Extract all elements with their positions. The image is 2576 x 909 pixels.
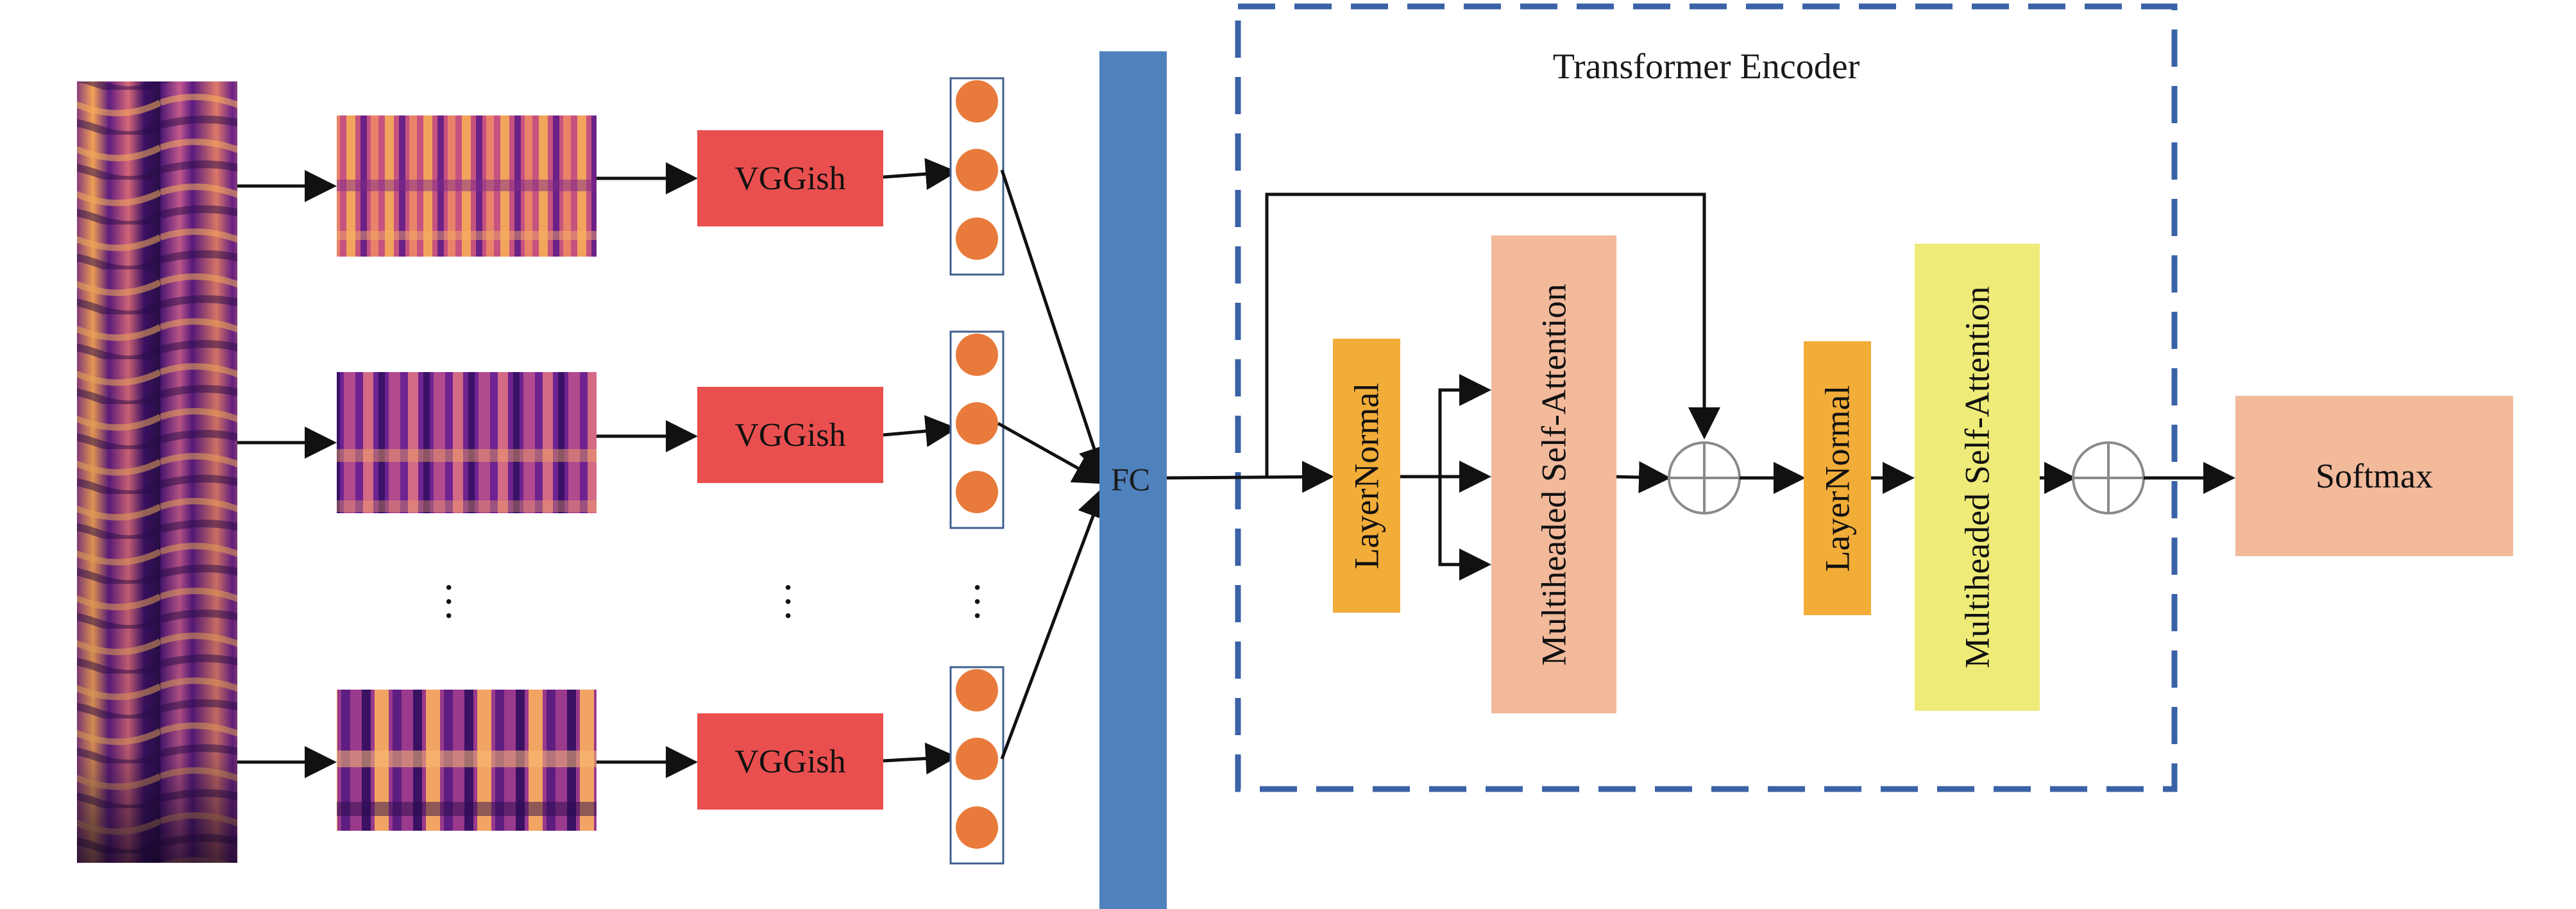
encoder-title: Transformer Encoder bbox=[1552, 47, 1860, 87]
fc-label: FC bbox=[1111, 461, 1151, 497]
ellipsis-segments: ··· bbox=[442, 565, 456, 638]
softmax-label: Softmax bbox=[2316, 457, 2433, 495]
transformer-encoder-frame bbox=[1235, 3, 2178, 792]
attention-block-2: Multiheaded Self-Attention bbox=[1915, 244, 2040, 711]
segment-spectrogram-2 bbox=[337, 372, 597, 513]
ellipsis-vggish: ··· bbox=[781, 565, 795, 638]
layernorm-label: LayerNormal bbox=[1818, 385, 1857, 572]
feature-vector-3 bbox=[949, 666, 1004, 865]
segment-spectrogram-3 bbox=[337, 690, 597, 831]
feature-vector-2 bbox=[949, 330, 1004, 529]
softmax-block: Softmax bbox=[2235, 396, 2513, 556]
layernorm-block-2: LayerNormal bbox=[1804, 341, 1871, 615]
attention-label: Multiheaded Self-Attention bbox=[1534, 283, 1573, 666]
add-operator-1 bbox=[1668, 441, 1741, 514]
vggish-label: VGGish bbox=[734, 743, 846, 780]
vggish-block-3: VGGish bbox=[697, 713, 883, 810]
vggish-block-2: VGGish bbox=[697, 387, 883, 483]
ellipsis-features: ··· bbox=[970, 565, 985, 638]
segment-spectrogram-1 bbox=[337, 115, 597, 257]
residual-connection bbox=[1265, 192, 1720, 478]
add-operator-2 bbox=[2072, 441, 2145, 514]
feature-vector-1 bbox=[949, 77, 1004, 276]
attention-block-1: Multiheaded Self-Attention bbox=[1491, 235, 1616, 713]
vggish-block-1: VGGish bbox=[697, 130, 883, 226]
fc-layer bbox=[1099, 51, 1167, 909]
layernorm-block-1: LayerNormal bbox=[1333, 339, 1400, 613]
attention-label: Multiheaded Self-Attention bbox=[1958, 286, 1997, 668]
layernorm-label: LayerNormal bbox=[1347, 382, 1386, 569]
vggish-label: VGGish bbox=[734, 160, 846, 197]
vggish-label: VGGish bbox=[734, 416, 846, 454]
